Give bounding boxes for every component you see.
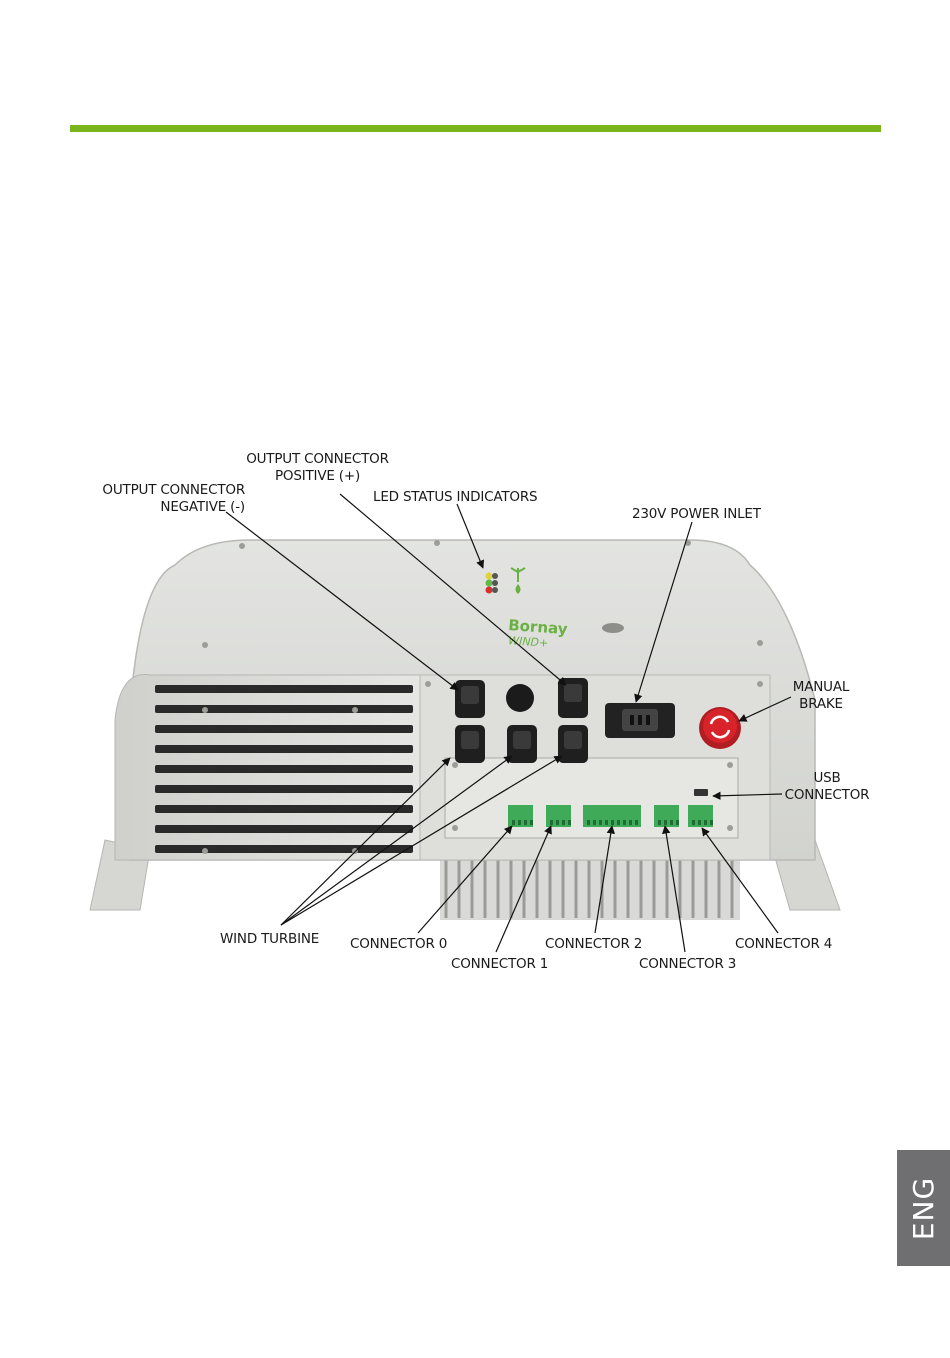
terminal-screw [593, 820, 596, 825]
label-output-positive-line-2: POSITIVE (+) [245, 468, 390, 485]
terminal-screw [692, 820, 695, 825]
label-connector-0: CONNECTOR 0 [350, 936, 447, 953]
terminal-screw [676, 820, 679, 825]
label-power-inlet: 230V POWER INLET [632, 506, 761, 523]
usb-port [694, 789, 708, 796]
label-connector-2: CONNECTOR 2 [545, 936, 642, 953]
terminal-screw [617, 820, 620, 825]
terminal-screw [550, 820, 553, 825]
label-connector-4: CONNECTOR 4 [735, 936, 832, 953]
terminal-screw [623, 820, 626, 825]
brand-logo-mark [602, 623, 624, 633]
power-inlet [605, 703, 675, 738]
terminal-screw [599, 820, 602, 825]
terminal-screw [605, 820, 608, 825]
label-usb-connector-line-1: USB [782, 770, 872, 787]
label-led-status: LED STATUS INDICATORS [373, 489, 537, 506]
led-status-indicators [486, 573, 499, 594]
label-wind-turbine: WIND TURBINE [220, 931, 319, 948]
terminal-screw [658, 820, 661, 825]
terminal-screw [664, 820, 667, 825]
terminal-screw [710, 820, 713, 825]
terminal-screw [611, 820, 614, 825]
label-manual-brake-line-2: BRAKE [785, 696, 857, 713]
label-output-negative: OUTPUT CONNECTOR NEGATIVE (-) [95, 482, 245, 516]
label-usb-connector: USB CONNECTOR [782, 770, 872, 804]
terminal-screw [587, 820, 590, 825]
language-tab: ENG [897, 1150, 950, 1266]
label-output-negative-line-1: OUTPUT CONNECTOR [95, 482, 245, 499]
terminal-screw [524, 820, 527, 825]
terminal-screw [698, 820, 701, 825]
terminal-screw [562, 820, 565, 825]
label-connector-1: CONNECTOR 1 [451, 956, 548, 973]
heatsink [440, 860, 740, 920]
ventilation-slots [155, 685, 413, 853]
terminal-screw [629, 820, 632, 825]
terminal-screw [512, 820, 515, 825]
terminal-screw [568, 820, 571, 825]
label-usb-connector-line-2: CONNECTOR [782, 787, 872, 804]
header-rule [70, 125, 881, 132]
label-manual-brake: MANUAL BRAKE [785, 679, 857, 713]
terminal-screw [518, 820, 521, 825]
label-output-positive-line-1: OUTPUT CONNECTOR [245, 451, 390, 468]
output-connector-negative [455, 680, 485, 718]
label-connector-3: CONNECTOR 3 [639, 956, 736, 973]
terminal-screw [704, 820, 707, 825]
output-connector-positive [558, 678, 588, 718]
cable-gland [506, 684, 534, 712]
manual-brake-button [699, 707, 741, 749]
terminal-screw [635, 820, 638, 825]
label-output-positive: OUTPUT CONNECTOR POSITIVE (+) [245, 451, 390, 485]
language-tab-label: ENG [907, 1176, 940, 1239]
label-output-negative-line-2: NEGATIVE (-) [95, 499, 245, 516]
terminal-screw [530, 820, 533, 825]
terminal-screw [556, 820, 559, 825]
label-manual-brake-line-1: MANUAL [785, 679, 857, 696]
wind-turbine-connectors [455, 725, 588, 763]
terminal-screw [670, 820, 673, 825]
